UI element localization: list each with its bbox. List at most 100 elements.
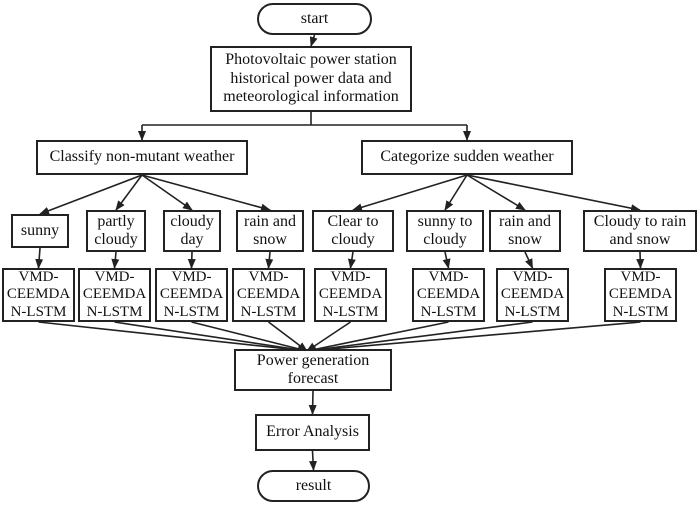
arrow-rain_and_snow-to-model_4 — [265, 251, 274, 269]
node-label-line: Classify non-mutant weather — [49, 148, 235, 166]
node-label-line: day — [180, 231, 204, 248]
node-label-line: and snow — [609, 231, 671, 248]
arrow-model_2-to-forecast — [114, 321, 308, 354]
arrow-model_7-to-forecast — [306, 321, 533, 354]
node-label-line: N-LSTM — [10, 303, 67, 320]
node-label-line: N-LSTM — [86, 303, 143, 320]
arrow-cloudy_day-to-model_3 — [187, 251, 196, 269]
start-terminal: start — [257, 3, 372, 35]
arrow-cloudy_to_rain_snow-to-model_8 — [636, 251, 645, 269]
node-label-line: result — [295, 476, 332, 494]
arrow-sunny-to-model_1 — [35, 247, 44, 269]
node-label-line: partly — [97, 212, 135, 230]
node-label-line: snow — [508, 231, 542, 248]
arrow-model_8-to-forecast — [306, 321, 641, 355]
node-label-line: CEEMDA — [318, 286, 383, 303]
arrow-clear_to_cloudy-to-model_5 — [347, 251, 356, 269]
arrow-categorize_sudden-to-rain_and_snow_sudden — [466, 174, 526, 211]
classify-non-mutant-weather-box: Classify non-mutant weather — [36, 140, 248, 175]
node-label-line: N-LSTM — [612, 303, 669, 320]
node-label-line: CEEMDA — [6, 286, 71, 303]
arrow-classify_non_mutant-to-partly_cloudy — [115, 174, 143, 211]
node-label-line: VMD- — [248, 269, 289, 286]
node-label-line: cloudy — [94, 231, 138, 248]
node-label-line: historical power data and — [230, 69, 392, 87]
node-label-line: VMD- — [18, 269, 59, 286]
node-label-line: snow — [253, 231, 287, 248]
arrow-error_analysis-to-result — [309, 450, 318, 471]
arrow-model_4-to-forecast — [268, 321, 308, 352]
node-label-line: Categorize sudden weather — [380, 148, 554, 166]
node-label-line: cloudy — [170, 212, 214, 230]
result-terminal: result — [257, 470, 370, 502]
node-label-line: VMD- — [330, 269, 371, 286]
node-label-line: Clear to — [327, 212, 379, 230]
arrow-classify_non_mutant-to-sunny — [39, 174, 143, 215]
node-label-line: N-LSTM — [163, 303, 220, 320]
node-label-line: Error Analysis — [266, 423, 359, 441]
node-label-line: Cloudy to rain — [593, 212, 687, 230]
node-label-line: N-LSTM — [420, 303, 477, 320]
node-label-line: N-LSTM — [240, 303, 297, 320]
node-label-line: Power generation — [256, 351, 370, 369]
arrow-rain_and_snow_sudden-to-model_7 — [524, 251, 534, 269]
arrow-categorize_sudden-to-cloudy_to_rain_snow — [466, 174, 641, 213]
categorize-sudden-weather-box: Categorize sudden weather — [361, 140, 573, 175]
node-label-line: VMD- — [171, 269, 212, 286]
node-label-line: cloudy — [331, 231, 375, 248]
arrow-model_6-to-forecast — [306, 321, 449, 354]
node-label-line: CEEMDA — [500, 286, 565, 303]
node-label-line: VMD- — [512, 269, 553, 286]
arrow-classify_non_mutant-to-cloudy_day — [141, 174, 193, 211]
node-label-line: VMD- — [94, 269, 135, 286]
node-label-line: rain and — [244, 212, 296, 230]
node-label-line: forecast — [287, 370, 339, 387]
arrow-sunny_to_cloudy-to-model_6 — [442, 251, 451, 269]
arrow-model_1-to-forecast — [38, 321, 308, 355]
node-label-line: rain and — [499, 212, 551, 230]
arrow-model_3-to-forecast — [191, 321, 308, 353]
error-analysis-box: Error Analysis — [255, 414, 370, 451]
node-label-line: CEEMDA — [608, 286, 673, 303]
node-label-line: cloudy — [423, 231, 467, 248]
node-label-line: CEEMDA — [82, 286, 147, 303]
weather-sunny-box: sunny — [11, 214, 69, 248]
node-label-line: CEEMDA — [236, 286, 301, 303]
node-label-line: sunny to — [417, 212, 473, 230]
arrow-forecast-to-error_analysis — [308, 390, 317, 415]
node-label-line: VMD- — [620, 269, 661, 286]
arrow-categorize_sudden-to-sunny_to_cloudy — [444, 174, 468, 211]
node-label-line: CEEMDA — [159, 286, 224, 303]
arrow-classify_non_mutant-to-rain_and_snow — [141, 174, 271, 212]
node-label-line: start — [300, 9, 329, 27]
node-label-line: Photovoltaic power station — [225, 51, 397, 69]
node-label-line: N-LSTM — [504, 303, 561, 320]
node-label-line: meteorological information — [223, 88, 399, 106]
node-label-line: sunny — [20, 221, 60, 239]
node-label-line: CEEMDA — [416, 286, 481, 303]
node-label-line: VMD- — [428, 269, 469, 286]
arrow-partly_cloudy-to-model_2 — [111, 251, 120, 269]
arrow-categorize_sudden-to-clear_to_cloudy — [352, 174, 468, 212]
node-label-line: N-LSTM — [322, 303, 379, 320]
arrow-start-to-source — [309, 34, 318, 47]
